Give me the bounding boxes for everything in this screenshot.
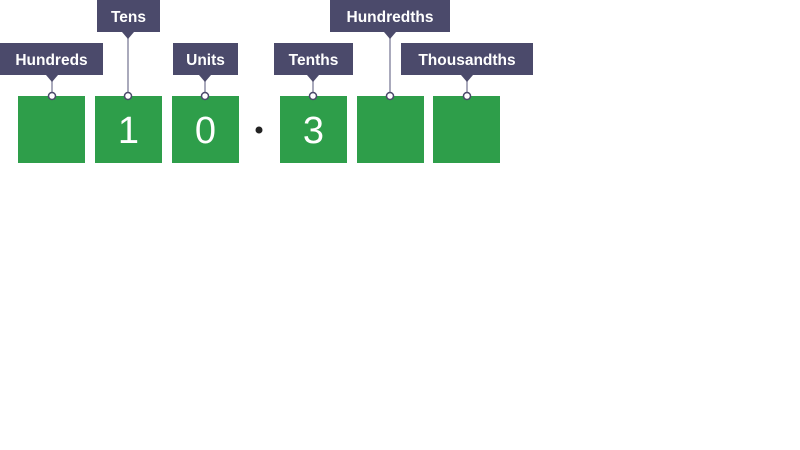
tens-connector-dot	[123, 91, 133, 101]
label-thousandths-text: Thousandths	[418, 52, 515, 69]
box-thousandths	[433, 96, 500, 163]
label-tens: Tens	[97, 0, 160, 39]
tenths-connector-dot	[308, 91, 318, 101]
label-units-text: Units	[186, 52, 225, 69]
label-hundredths-text: Hundredths	[347, 9, 434, 26]
label-units: Units	[173, 43, 238, 82]
label-hundreds: Hundreds	[0, 43, 103, 82]
label-tenths: Tenths	[274, 43, 353, 82]
label-tens-text: Tens	[111, 9, 146, 26]
box-hundredths	[357, 96, 424, 163]
decimal-point	[255, 126, 263, 134]
label-hundreds-text: Hundreds	[15, 52, 87, 69]
box-tenths: 3	[280, 96, 347, 163]
label-thousandths: Thousandths	[401, 43, 533, 82]
digit-tenths: 3	[303, 110, 324, 152]
box-units: 0	[172, 96, 239, 163]
label-tenths-text: Tenths	[289, 52, 339, 69]
thousandths-connector-dot	[462, 91, 472, 101]
label-hundredths: Hundredths	[330, 0, 450, 39]
units-connector-dot	[200, 91, 210, 101]
box-hundreds	[18, 96, 85, 163]
hundredths-connector-dot	[385, 91, 395, 101]
digit-tens: 1	[118, 110, 139, 152]
digit-units: 0	[195, 110, 216, 152]
box-tens: 1	[95, 96, 162, 163]
hundreds-connector-dot	[47, 91, 57, 101]
